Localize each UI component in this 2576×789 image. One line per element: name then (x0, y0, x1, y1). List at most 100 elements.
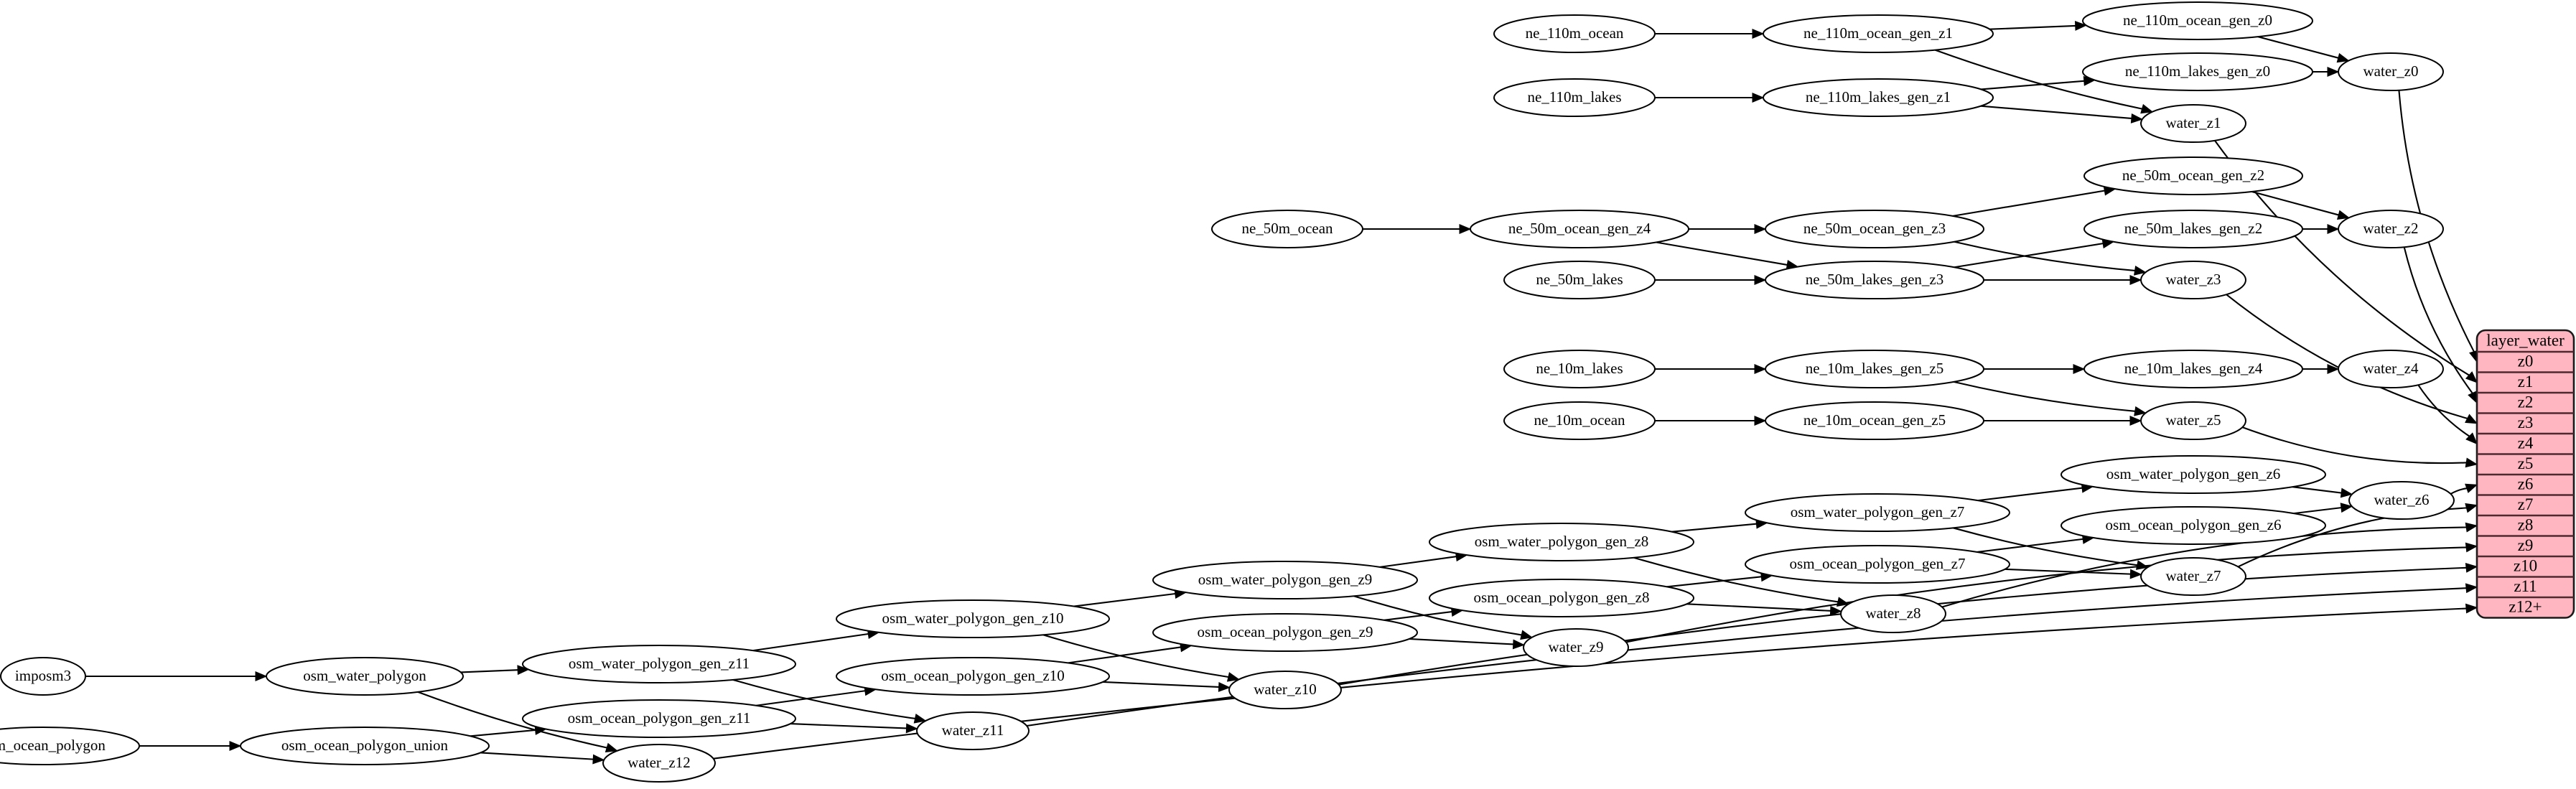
node-water_z4[interactable]: water_z4 (2338, 350, 2444, 388)
node-osm_water_polygon[interactable]: osm_water_polygon (266, 657, 464, 696)
node-ne_10m_lakes[interactable]: ne_10m_lakes (1503, 350, 1656, 388)
node-shape-ne_110m_lakes_gen_z0[interactable] (2082, 52, 2313, 91)
node-ne_110m_lakes[interactable]: ne_110m_lakes (1493, 78, 1656, 117)
node-shape-osm_ocean_polygon_gen_z10[interactable] (836, 657, 1110, 696)
table-row-z3[interactable]: z3 (2518, 414, 2534, 431)
node-shape-water_z2[interactable] (2338, 210, 2444, 248)
node-water_z3[interactable]: water_z3 (2140, 261, 2246, 299)
table-row-z7[interactable]: z7 (2518, 495, 2534, 513)
table-row-z4[interactable]: z4 (2518, 434, 2534, 452)
node-ne_110m_ocean_gen_z0[interactable]: ne_110m_ocean_gen_z0 (2082, 1, 2313, 40)
node-osm_water_polygon_gen_z7[interactable]: osm_water_polygon_gen_z7 (1745, 493, 2010, 532)
table-row-z0[interactable]: z0 (2518, 353, 2534, 370)
node-shape-ne_50m_lakes_gen_z2[interactable] (2083, 210, 2303, 248)
node-shape-ne_10m_ocean_gen_z5[interactable] (1765, 401, 1984, 440)
layer-water-table[interactable]: layer_waterz0z1z2z3z4z5z6z7z8z9z10z11z12… (2475, 329, 2575, 619)
table-row-z11[interactable]: z11 (2514, 577, 2537, 595)
node-osm_ocean_polygon_gen_z11[interactable]: osm_ocean_polygon_gen_z11 (522, 699, 796, 738)
node-shape-water_z5[interactable] (2140, 401, 2246, 440)
node-shape-ne_50m_ocean_gen_z4[interactable] (1470, 210, 1689, 248)
node-shape-water_z8[interactable] (1840, 594, 1946, 633)
node-shape-osm_water_polygon[interactable] (266, 657, 464, 696)
node-water_z7[interactable]: water_z7 (2140, 557, 2246, 596)
node-water_z12[interactable]: water_z12 (602, 744, 716, 783)
node-shape-osm_ocean_polygon_gen_z7[interactable] (1745, 545, 2010, 584)
table-row-z12+[interactable]: z12+ (2509, 598, 2542, 616)
node-ne_10m_ocean[interactable]: ne_10m_ocean (1503, 401, 1656, 440)
node-water_z0[interactable]: water_z0 (2338, 52, 2444, 91)
node-shape-water_z7[interactable] (2140, 557, 2246, 596)
node-shape-ne_10m_lakes_gen_z4[interactable] (2083, 350, 2303, 388)
node-shape-ne_110m_lakes_gen_z1[interactable] (1763, 78, 1994, 117)
node-shape-imposm3[interactable] (0, 657, 86, 696)
node-imposm3[interactable]: imposm3 (0, 657, 86, 696)
node-shape-ne_10m_lakes_gen_z5[interactable] (1765, 350, 1984, 388)
node-shape-ne_50m_ocean_gen_z2[interactable] (2083, 157, 2303, 195)
node-ne_110m_ocean_gen_z1[interactable]: ne_110m_ocean_gen_z1 (1763, 14, 1994, 53)
node-ne_50m_lakes_gen_z3[interactable]: ne_50m_lakes_gen_z3 (1765, 261, 1984, 299)
node-ne_50m_ocean_gen_z2[interactable]: ne_50m_ocean_gen_z2 (2083, 157, 2303, 195)
node-shape-ne_110m_ocean_gen_z1[interactable] (1763, 14, 1994, 53)
node-osm_water_polygon_gen_z11[interactable]: osm_water_polygon_gen_z11 (522, 645, 796, 683)
node-shape-osm_water_polygon_gen_z11[interactable] (522, 645, 796, 683)
node-osm_ocean_polygon_gen_z10[interactable]: osm_ocean_polygon_gen_z10 (836, 657, 1110, 696)
node-shape-ne_10m_lakes[interactable] (1503, 350, 1656, 388)
node-shape-osm_ocean_polygon_gen_z9[interactable] (1152, 613, 1418, 652)
node-shape-water_z0[interactable] (2338, 52, 2444, 91)
node-osm_ocean_polygon[interactable]: osm_ocean_polygon (0, 727, 140, 765)
node-water_z10[interactable]: water_z10 (1228, 671, 1342, 709)
node-osm_ocean_polygon_union[interactable]: osm_ocean_polygon_union (240, 727, 490, 765)
node-shape-ne_110m_ocean[interactable] (1493, 14, 1656, 53)
node-shape-water_z1[interactable] (2140, 104, 2246, 143)
node-shape-ne_110m_lakes[interactable] (1493, 78, 1656, 117)
node-shape-water_z9[interactable] (1523, 628, 1629, 667)
node-shape-osm_ocean_polygon_gen_z11[interactable] (522, 699, 796, 738)
table-row-z5[interactable]: z5 (2518, 454, 2534, 472)
node-shape-osm_water_polygon_gen_z8[interactable] (1429, 523, 1694, 561)
node-shape-osm_water_polygon_gen_z6[interactable] (2061, 455, 2326, 494)
node-shape-osm_ocean_polygon_union[interactable] (240, 727, 490, 765)
node-ne_10m_ocean_gen_z5[interactable]: ne_10m_ocean_gen_z5 (1765, 401, 1984, 440)
node-shape-ne_50m_lakes_gen_z3[interactable] (1765, 261, 1984, 299)
node-shape-ne_50m_ocean[interactable] (1211, 210, 1363, 248)
node-ne_50m_ocean_gen_z4[interactable]: ne_50m_ocean_gen_z4 (1470, 210, 1689, 248)
node-water_z1[interactable]: water_z1 (2140, 104, 2246, 143)
node-shape-water_z12[interactable] (602, 744, 716, 783)
table-row-z9[interactable]: z9 (2518, 536, 2534, 554)
node-shape-osm_ocean_polygon_gen_z8[interactable] (1429, 579, 1694, 617)
table-row-z1[interactable]: z1 (2518, 373, 2534, 391)
node-osm_water_polygon_gen_z6[interactable]: osm_water_polygon_gen_z6 (2061, 455, 2326, 494)
node-osm_water_polygon_gen_z10[interactable]: osm_water_polygon_gen_z10 (836, 599, 1110, 638)
node-water_z2[interactable]: water_z2 (2338, 210, 2444, 248)
node-ne_50m_ocean_gen_z3[interactable]: ne_50m_ocean_gen_z3 (1765, 210, 1984, 248)
node-shape-ne_50m_ocean_gen_z3[interactable] (1765, 210, 1984, 248)
table-row-z6[interactable]: z6 (2518, 475, 2534, 493)
node-water_z11[interactable]: water_z11 (916, 711, 1030, 750)
node-shape-water_z11[interactable] (916, 711, 1030, 750)
node-shape-water_z6[interactable] (2348, 481, 2455, 520)
node-ne_50m_lakes[interactable]: ne_50m_lakes (1503, 261, 1656, 299)
node-ne_50m_ocean[interactable]: ne_50m_ocean (1211, 210, 1363, 248)
node-ne_10m_lakes_gen_z5[interactable]: ne_10m_lakes_gen_z5 (1765, 350, 1984, 388)
node-ne_110m_ocean[interactable]: ne_110m_ocean (1493, 14, 1656, 53)
node-shape-water_z3[interactable] (2140, 261, 2246, 299)
node-water_z6[interactable]: water_z6 (2348, 481, 2455, 520)
node-osm_ocean_polygon_gen_z9[interactable]: osm_ocean_polygon_gen_z9 (1152, 613, 1418, 652)
node-shape-ne_50m_lakes[interactable] (1503, 261, 1656, 299)
node-shape-osm_water_polygon_gen_z10[interactable] (836, 599, 1110, 638)
node-osm_water_polygon_gen_z9[interactable]: osm_water_polygon_gen_z9 (1152, 561, 1418, 599)
node-water_z9[interactable]: water_z9 (1523, 628, 1629, 667)
node-osm_ocean_polygon_gen_z6[interactable]: osm_ocean_polygon_gen_z6 (2061, 506, 2326, 545)
node-shape-water_z10[interactable] (1228, 671, 1342, 709)
node-shape-osm_water_polygon_gen_z9[interactable] (1152, 561, 1418, 599)
node-osm_water_polygon_gen_z8[interactable]: osm_water_polygon_gen_z8 (1429, 523, 1694, 561)
node-water_z5[interactable]: water_z5 (2140, 401, 2246, 440)
node-shape-ne_110m_ocean_gen_z0[interactable] (2082, 1, 2313, 40)
node-water_z8[interactable]: water_z8 (1840, 594, 1946, 633)
node-osm_ocean_polygon_gen_z7[interactable]: osm_ocean_polygon_gen_z7 (1745, 545, 2010, 584)
node-shape-osm_water_polygon_gen_z7[interactable] (1745, 493, 2010, 532)
node-shape-ne_10m_ocean[interactable] (1503, 401, 1656, 440)
node-ne_10m_lakes_gen_z4[interactable]: ne_10m_lakes_gen_z4 (2083, 350, 2303, 388)
node-shape-water_z4[interactable] (2338, 350, 2444, 388)
node-shape-osm_ocean_polygon[interactable] (0, 727, 140, 765)
